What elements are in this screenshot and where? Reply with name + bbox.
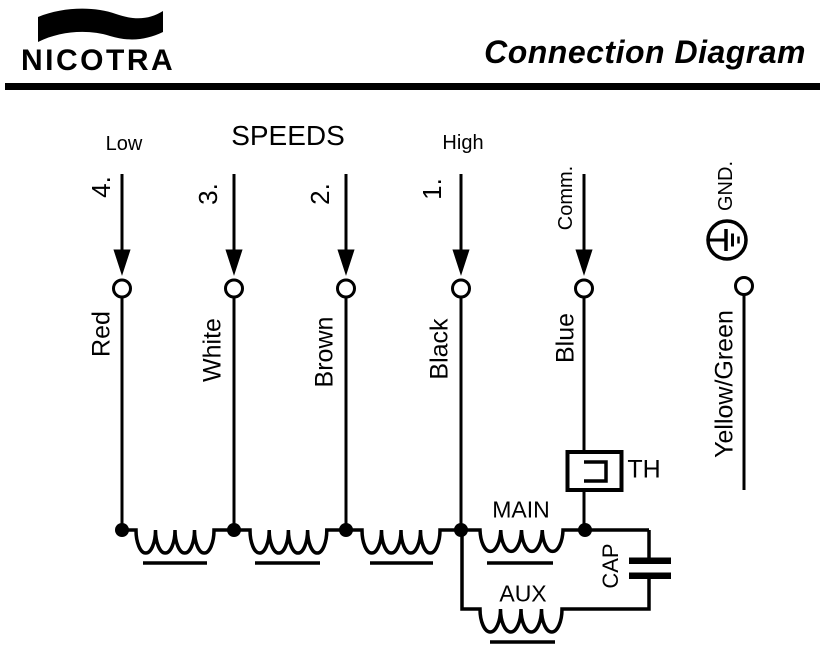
low-speed-label: Low	[105, 133, 143, 155]
speed-coil-3-2	[234, 528, 346, 555]
terminal-number-4: 4.	[86, 176, 116, 198]
header-divider	[5, 83, 820, 90]
wire-label-red: Red	[87, 311, 116, 357]
terminal-number-1: 1.	[417, 178, 447, 200]
terminal-arrows	[113, 174, 593, 276]
arrow-down-icon-terminal-comm	[575, 174, 593, 276]
speed-coil-2-1	[346, 528, 461, 555]
arrow-down-icon-terminal-4	[113, 174, 131, 276]
thermal-protector-symbol	[565, 450, 624, 492]
terminal-circle-blue	[574, 278, 594, 299]
wire-label-black: Black	[425, 318, 454, 380]
terminal-circles	[112, 276, 754, 299]
speeds-title: SPEEDS	[231, 120, 345, 151]
thermal-protector-label: TH	[627, 455, 661, 484]
terminal-circle-ground	[734, 276, 754, 296]
terminal-circle-red	[112, 278, 132, 299]
coil-underlines	[143, 561, 555, 644]
brand-logo-text: NICOTRA	[21, 44, 176, 77]
speed-coil-4-3	[122, 528, 234, 555]
terminal-circle-black	[451, 278, 471, 299]
aux-winding-branch	[460, 530, 651, 634]
nicotra-logo-wave-icon	[38, 8, 163, 42]
arrow-down-icon-terminal-1	[452, 174, 470, 276]
windings	[122, 528, 651, 634]
arrow-down-icon-terminal-2	[337, 174, 355, 276]
terminal-circle-brown	[336, 278, 356, 299]
wire-label-blue: Blue	[551, 312, 580, 364]
arrow-down-icon-terminal-3	[225, 174, 243, 276]
terminal-number-comm: Comm.	[555, 165, 577, 231]
wire-label-yellow-green: Yellow/Green	[710, 310, 739, 458]
terminal-circle-white	[224, 278, 244, 299]
ground-symbol-icon	[706, 219, 748, 261]
terminal-number-3: 3.	[193, 183, 223, 205]
capacitor-symbol	[629, 557, 671, 579]
wire-label-white: White	[198, 318, 227, 382]
capacitor-label: CAP	[598, 543, 623, 589]
high-speed-label: High	[442, 132, 484, 154]
junction-dots	[115, 523, 592, 537]
page-title: Connection Diagram	[484, 34, 806, 70]
terminal-number-2: 2.	[305, 183, 335, 205]
main-winding-label: MAIN	[492, 496, 550, 523]
terminal-number-gnd: GND.	[715, 161, 737, 211]
wire-label-brown: Brown	[310, 316, 339, 388]
main-winding-coil	[461, 528, 585, 554]
aux-winding-label: AUX	[499, 580, 547, 607]
